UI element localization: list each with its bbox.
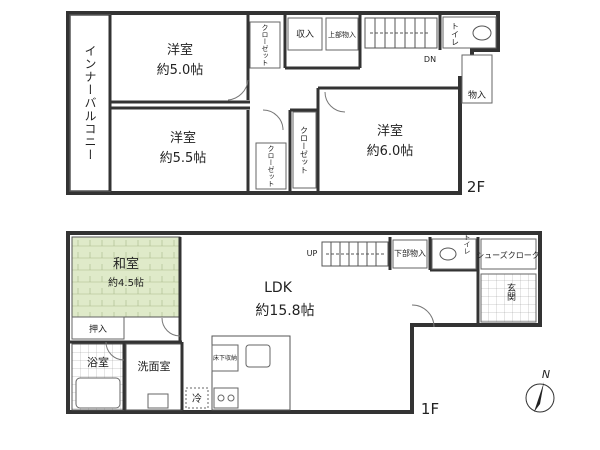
floor-2f: インナーバルコニー クローゼット クローゼット クローゼット 収入 [66, 11, 500, 196]
washroom-label: 洗面室 [138, 359, 171, 373]
room3-name: 洋室 [377, 123, 403, 139]
room2-name: 洋室 [170, 130, 196, 146]
underfloor-storage [211, 344, 239, 372]
stove-icon [213, 387, 239, 409]
room1-name: 洋室 [167, 42, 193, 58]
outer-wall-1f [66, 231, 542, 414]
interior-walls-2f [108, 15, 474, 191]
burner-icon [217, 394, 225, 402]
genkan [480, 273, 537, 323]
floor-1f: 和室 約4.5帖 押入 浴室 洗面室 冷 床下 [66, 231, 542, 418]
storage2-2f [325, 17, 359, 51]
shoe-closet-label: シューズクローク [476, 250, 540, 260]
compass-label: N [542, 368, 550, 381]
closet-c-label: クローゼット [300, 126, 309, 174]
storage3-label: 物入 [468, 89, 486, 101]
kitchen-sink-icon [245, 344, 271, 368]
fridge-label: 冷 [192, 392, 202, 405]
lower-storage-label: 下部物入 [394, 248, 426, 258]
room2-size: 約5.5帖 [160, 151, 207, 166]
room3-size: 約6.0帖 [367, 144, 414, 159]
compass: N [525, 368, 555, 413]
storage2-label: 上部物入 [328, 30, 356, 39]
floor-1f-label: 1F [421, 400, 439, 418]
bath-label: 浴室 [87, 355, 109, 369]
sink-icon [147, 393, 169, 409]
fridge [185, 387, 209, 409]
toilet-bowl-2f-icon [472, 25, 492, 41]
ldk-size: 約15.8帖 [255, 303, 314, 319]
door-swings-1f [105, 304, 435, 361]
room1-size: 約5.0帖 [157, 63, 204, 78]
toilet-1f-label: トイレ [463, 234, 471, 255]
storage1-2f [287, 17, 323, 51]
shoe-closet [480, 238, 537, 270]
balcony-label: インナーバルコニー [83, 45, 97, 162]
closet-c-2f [292, 111, 317, 189]
ldk-name: LDK [264, 280, 293, 296]
toilet-2f-label: トイレ [451, 22, 460, 46]
lower-storage [392, 239, 428, 269]
storage3-2f [461, 54, 493, 104]
door-swings-2f [227, 79, 346, 131]
stairs-1f [321, 241, 389, 267]
closet-b-label: クローゼット [267, 145, 275, 187]
genkan-label: 玄関 [505, 282, 516, 302]
oshiire-label: 押入 [89, 323, 107, 335]
toilet-bowl-1f-icon [439, 247, 457, 261]
bathtub-icon [75, 377, 121, 409]
oshiire [71, 316, 125, 340]
burner-icon [227, 394, 235, 402]
washitsu-room [71, 236, 181, 318]
floor-2f-label: 2F [467, 178, 485, 196]
stairs-up-label: UP [307, 249, 318, 258]
washitsu-name: 和室 [113, 256, 139, 272]
storage1-label: 収入 [296, 28, 314, 40]
compass-needle-icon [534, 382, 544, 412]
underfloor-label: 床下収納 [213, 354, 237, 362]
stairs-dn-label: DN [424, 55, 436, 64]
closet-a-2f [249, 21, 281, 69]
stairs-2f [364, 17, 438, 49]
toilet-1f [431, 238, 477, 270]
closet-b-2f [255, 142, 287, 190]
interior-walls-1f [70, 237, 480, 410]
washitsu-size: 約4.5帖 [108, 276, 144, 289]
closet-a-label: クローゼット [261, 24, 269, 66]
